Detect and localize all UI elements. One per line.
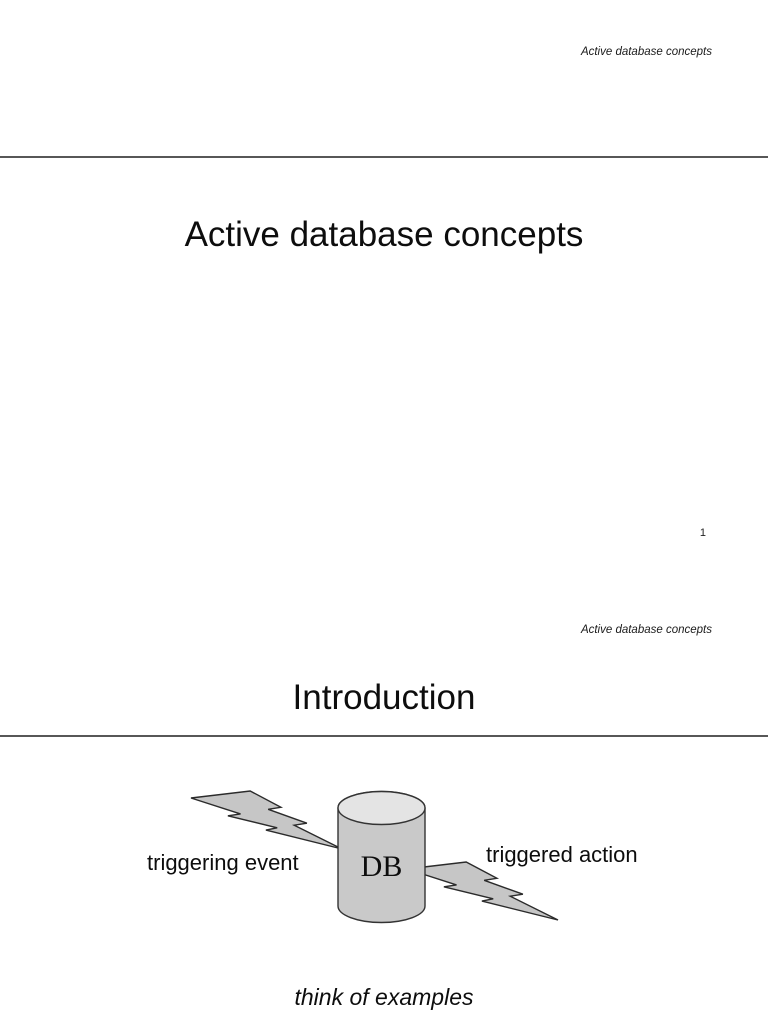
- slide-2-title: Introduction: [292, 678, 476, 717]
- think-of-examples-note: think of examples: [294, 984, 474, 1010]
- slide-2: Active database concepts Introduction tr…: [0, 576, 768, 1024]
- trigger-diagram: [190, 790, 559, 924]
- db-label: DB: [360, 850, 403, 883]
- slide-2-running-header: Active database concepts: [580, 624, 712, 636]
- slide-1-horizontal-rule: [0, 156, 768, 158]
- lightning-bolt-icon: [190, 790, 343, 850]
- slide-1: Active database concepts Active database…: [0, 46, 768, 539]
- slide-1-running-header: Active database concepts: [580, 46, 712, 58]
- slide-1-page-number: 1: [699, 527, 706, 539]
- triggering-event-label: triggering event: [147, 850, 299, 875]
- database-cylinder-top-icon: [337, 790, 426, 826]
- slide-2-horizontal-rule: [0, 735, 768, 737]
- lightning-bolt-icon: [406, 861, 559, 921]
- triggered-action-label: triggered action: [486, 842, 638, 867]
- slide-1-title: Active database concepts: [184, 215, 584, 254]
